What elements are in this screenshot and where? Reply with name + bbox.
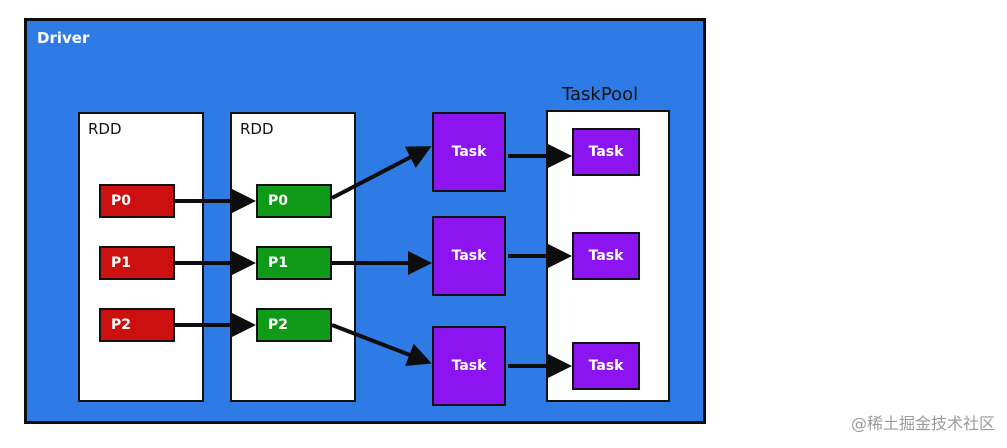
task-1: Task: [432, 216, 506, 296]
watermark: @稀土掘金技术社区: [850, 414, 995, 433]
driver-label: Driver: [37, 29, 90, 47]
task-pool-task-1: Task: [572, 232, 640, 280]
rdd-left-partition-p0: P0: [99, 184, 175, 218]
task-pool-task-0: Task: [572, 128, 640, 176]
rdd-left-partition-p2: P2: [99, 308, 175, 342]
rdd-left-label: RDD: [88, 120, 122, 138]
task-0: Task: [432, 112, 506, 192]
rdd-right-partition-p0: P0: [256, 184, 332, 218]
rdd-right-label: RDD: [240, 120, 274, 138]
rdd-right-partition-p2: P2: [256, 308, 332, 342]
rdd-right-partition-p1: P1: [256, 246, 332, 280]
task-pool-task-2: Task: [572, 342, 640, 390]
task-2: Task: [432, 326, 506, 406]
rdd-left-partition-p1: P1: [99, 246, 175, 280]
task-pool-title: TaskPool: [562, 84, 639, 105]
